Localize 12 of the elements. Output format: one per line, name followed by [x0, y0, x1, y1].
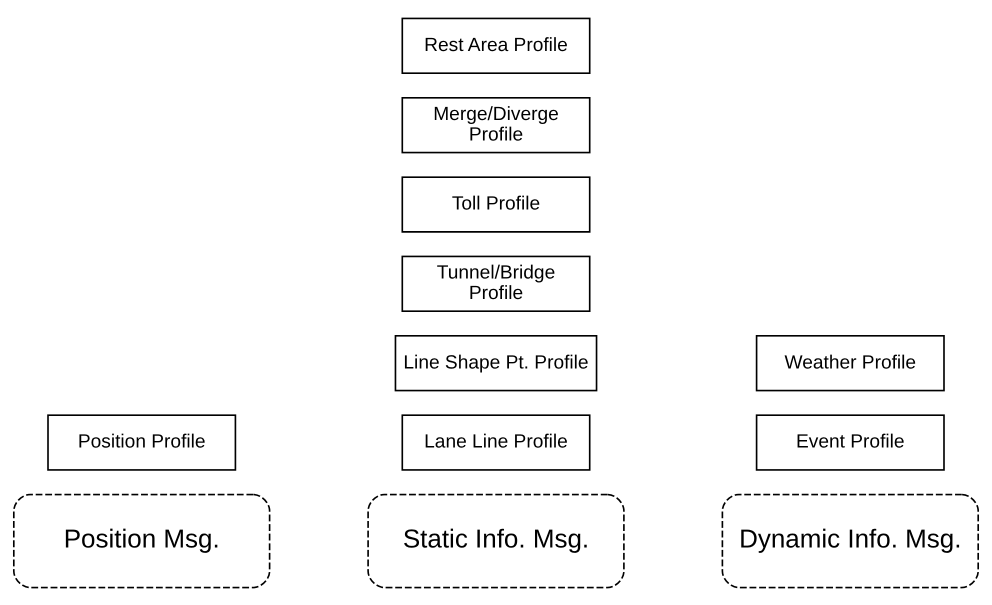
node-box: Weather Profile [756, 334, 945, 391]
node-box: Toll Profile [401, 176, 591, 232]
node-box: Event Profile [756, 414, 945, 470]
node-box: Rest Area Profile [401, 17, 591, 74]
node-box: Position Msg. [12, 493, 270, 588]
node-box: Tunnel/Bridge Profile [401, 255, 591, 312]
node-box: Dynamic Info. Msg. [722, 493, 980, 588]
node-box: Position Profile [47, 414, 236, 470]
node-box: Static Info. Msg. [367, 493, 625, 588]
node-box: Line Shape Pt. Profile [394, 334, 598, 391]
node-box: Lane Line Profile [401, 414, 591, 470]
node-box: Merge/Diverge Profile [401, 96, 591, 153]
